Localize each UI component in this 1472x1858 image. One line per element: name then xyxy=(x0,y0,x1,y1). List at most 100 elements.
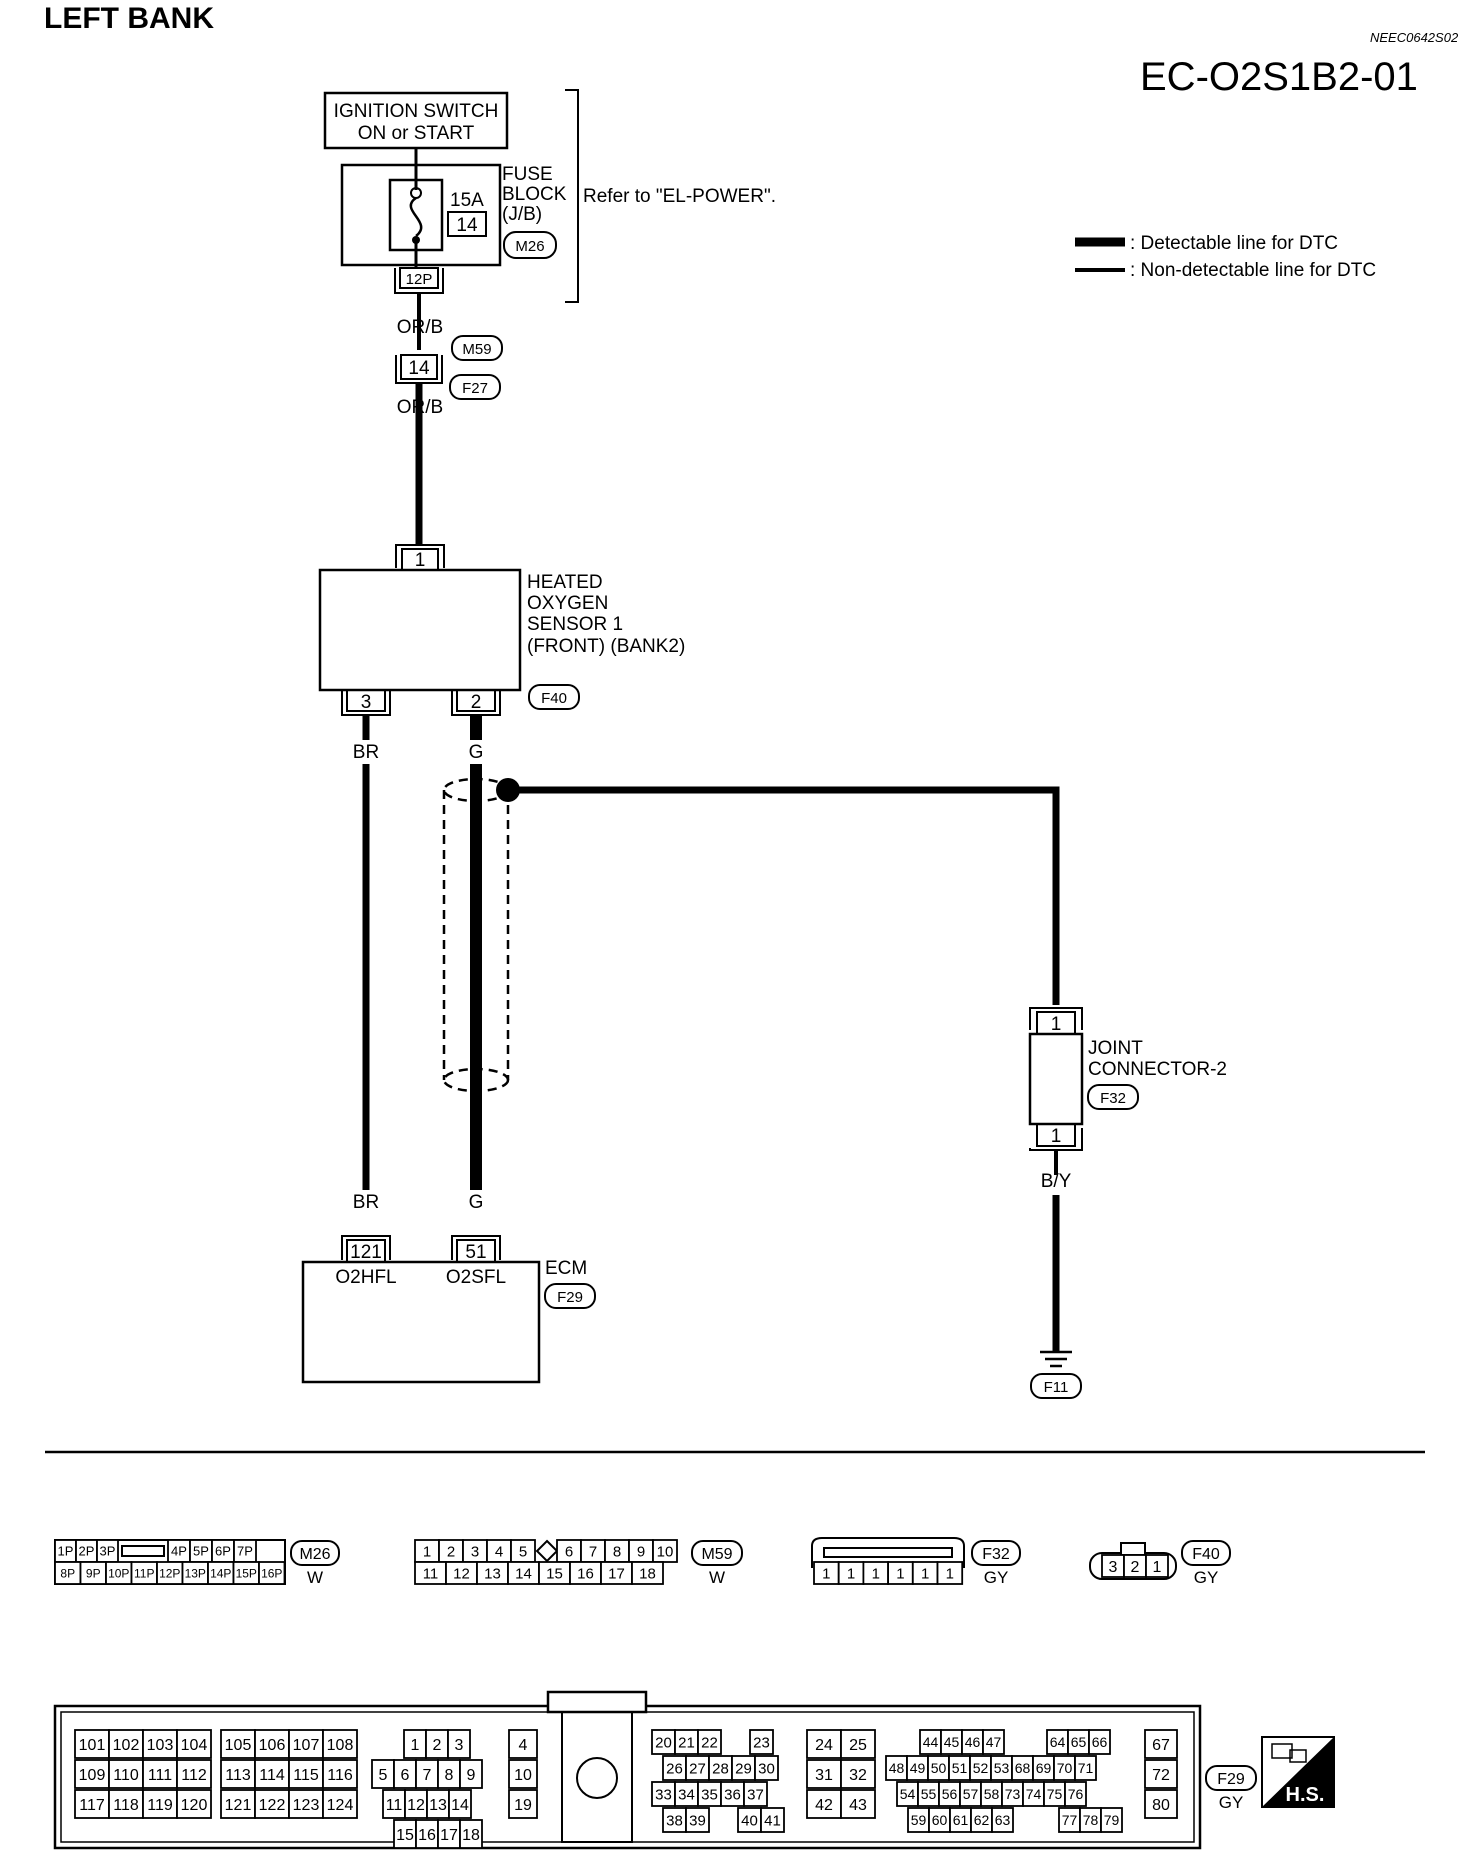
pin-label: 13 xyxy=(429,1797,447,1814)
pin-label: 52 xyxy=(973,1760,989,1776)
pin-cell xyxy=(840,1729,876,1759)
pin-label: 2 xyxy=(1131,1559,1140,1576)
pin-label: 2 xyxy=(447,1543,455,1560)
hs-label: H.S. xyxy=(1286,1784,1325,1806)
pin-label: 36 xyxy=(724,1786,741,1803)
pin-label: 102 xyxy=(113,1737,140,1754)
pin-label: 76 xyxy=(1068,1786,1084,1802)
pin-label: 58 xyxy=(984,1786,1000,1802)
pin-label: 123 xyxy=(293,1797,320,1814)
pin-cell xyxy=(448,1789,472,1819)
pin-label: 12P xyxy=(159,1566,180,1580)
svg-text:121: 121 xyxy=(350,1242,382,1263)
connector-color: W xyxy=(307,1568,323,1587)
pin-cell xyxy=(1074,1755,1097,1781)
pin-label: 6 xyxy=(401,1767,410,1784)
svg-text:(J/B): (J/B) xyxy=(502,204,542,225)
pin-label: 5 xyxy=(379,1767,388,1784)
pin-cell xyxy=(447,1729,471,1759)
pin-label: 3 xyxy=(471,1543,479,1560)
pin-cell xyxy=(685,1807,710,1833)
pin-label: 106 xyxy=(259,1737,286,1754)
pin-label: 69 xyxy=(1036,1760,1052,1776)
connector-id: F29 xyxy=(1217,1771,1245,1788)
svg-text:1: 1 xyxy=(415,550,426,571)
pin-cell xyxy=(1064,1781,1087,1807)
harness-icon xyxy=(1289,1749,1307,1763)
pin-label: 63 xyxy=(995,1812,1011,1828)
refer-note: Refer to "EL-POWER". xyxy=(583,186,776,207)
pin-cell xyxy=(743,1781,768,1807)
wire-label-by: B/Y xyxy=(1041,1171,1072,1192)
svg-text:JOINT: JOINT xyxy=(1088,1038,1143,1059)
pin-label: 79 xyxy=(1104,1812,1120,1828)
pin-label: 3P xyxy=(100,1544,116,1559)
pin-label: 16 xyxy=(577,1565,594,1582)
pin-label: 1 xyxy=(847,1565,855,1582)
svg-text:ECM: ECM xyxy=(545,1258,587,1279)
pin-cell xyxy=(288,1759,324,1789)
pin-label: 57 xyxy=(963,1786,979,1802)
svg-text:BLOCK: BLOCK xyxy=(502,184,567,205)
pin-cell xyxy=(508,1789,538,1819)
pin-label: 33 xyxy=(655,1786,672,1803)
connector-id-badge xyxy=(1181,1540,1231,1566)
connector-id: M59 xyxy=(701,1546,732,1563)
diagram-code: EC-O2S1B2-01 xyxy=(1140,55,1418,99)
pin-label: 12 xyxy=(407,1797,425,1814)
pin-cell xyxy=(254,1729,290,1759)
svg-text:F27: F27 xyxy=(462,380,488,397)
connector-id-badge xyxy=(971,1540,1021,1566)
pin-cell xyxy=(806,1789,842,1819)
pin-cell xyxy=(840,1789,876,1819)
pin-label: 4P xyxy=(171,1544,187,1559)
pin-label: 31 xyxy=(815,1767,833,1784)
pin-label: 77 xyxy=(1062,1812,1078,1828)
connector-id: M26 xyxy=(299,1546,330,1563)
pin-label: 12 xyxy=(453,1565,470,1582)
sensor-connector-id: F40 xyxy=(541,690,567,707)
pin-label: 111 xyxy=(148,1767,172,1784)
pin-label: 112 xyxy=(181,1767,207,1784)
hs-badge-fill xyxy=(1262,1737,1334,1807)
pin-label: 3 xyxy=(1109,1559,1118,1576)
pin-label: 56 xyxy=(942,1786,958,1802)
pin-cell xyxy=(760,1807,785,1833)
pin-cell xyxy=(176,1759,212,1789)
pin-label: 67 xyxy=(1152,1737,1170,1754)
pin-label: 1 xyxy=(423,1543,431,1560)
svg-text:(FRONT) (BANK2): (FRONT) (BANK2) xyxy=(527,636,685,657)
pin-label: 9P xyxy=(86,1566,101,1580)
pin-label: 116 xyxy=(327,1767,353,1784)
mid-terminal: 14 xyxy=(408,358,430,379)
svg-text:SENSOR 1: SENSOR 1 xyxy=(527,614,623,635)
pin-cell xyxy=(108,1759,144,1789)
pin-cell xyxy=(1144,1789,1178,1819)
pin-label: 47 xyxy=(986,1734,1002,1750)
connector-latch xyxy=(823,1547,953,1558)
pin-label: 7 xyxy=(423,1767,432,1784)
pin-label: 60 xyxy=(932,1812,948,1828)
pin-label: 104 xyxy=(181,1737,208,1754)
pin-label: 15 xyxy=(546,1565,563,1582)
pin-label: 22 xyxy=(701,1734,718,1751)
pin-label: 80 xyxy=(1152,1797,1170,1814)
connector-bolt xyxy=(576,1757,618,1799)
pin-label: 120 xyxy=(181,1797,208,1814)
ecm: 121 51 O2HFL O2SFL ECM F29 xyxy=(301,1235,596,1384)
svg-text:51: 51 xyxy=(465,1242,486,1263)
ground-symbol: F11 xyxy=(1030,1350,1082,1399)
pin-label: 51 xyxy=(952,1760,968,1776)
pin-label: 23 xyxy=(753,1734,770,1751)
legend-non-detectable: : Non-detectable line for DTC xyxy=(1130,260,1376,281)
pin-label: 14 xyxy=(515,1565,532,1582)
pin-cell xyxy=(258,1561,286,1585)
pin-label: 115 xyxy=(293,1767,319,1784)
connector-key xyxy=(546,1690,648,1714)
pin-label: 10P xyxy=(108,1566,129,1580)
pin-cell xyxy=(652,1539,678,1563)
pin-label: 9 xyxy=(637,1543,645,1560)
pin-label: 1 xyxy=(822,1565,830,1582)
svg-text:O2SFL: O2SFL xyxy=(446,1267,506,1288)
